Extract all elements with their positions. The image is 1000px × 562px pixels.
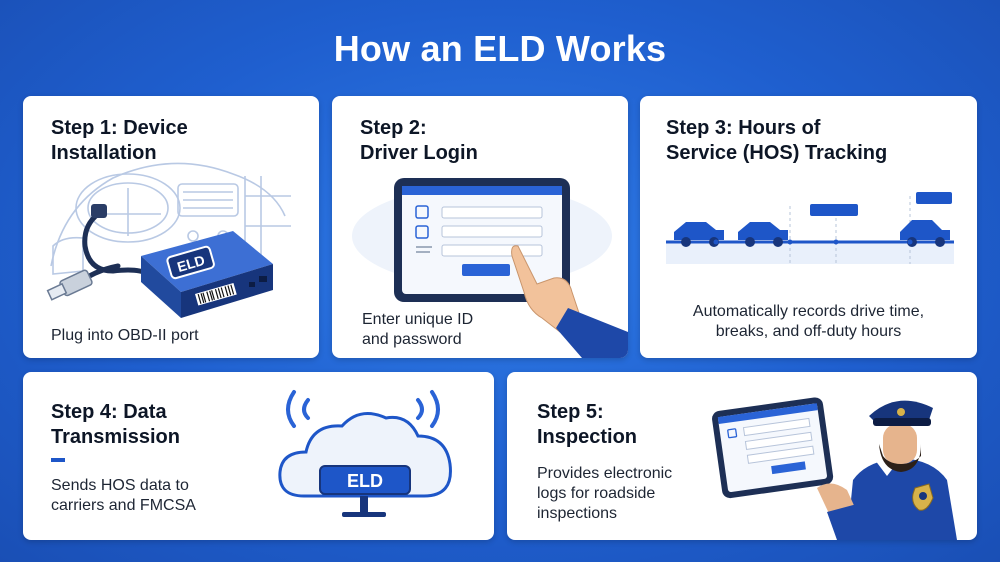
inspection-illustration [712,397,957,540]
step-card-4: Step 4: Data Transmission Sends HOS data… [23,372,494,540]
step-4-title-line1: Step 4: Data [51,401,167,423]
step-2-title: Step 2: Driver Login [360,116,478,166]
obd-cable-icon [46,204,151,301]
eld-cloud-label: ELD [347,471,383,491]
truck-icon [738,222,788,247]
driver-login-illustration [352,178,628,358]
eld-device-label: ELD [175,252,206,275]
step-4-desc: Sends HOS data to carriers and FMCSA [51,476,196,516]
step-4-title: Step 4: Data Transmission [51,400,180,450]
step-3-desc: Automatically records drive time, breaks… [640,302,977,342]
step-5-desc-line2: logs for roadside [537,485,656,502]
page-title: How an ELD Works [333,28,667,69]
step-card-1: Step 1: Device Installation [23,96,319,358]
step-5-title-line1: Step 5: [537,401,604,423]
step-5-title-line2: Inspection [537,426,638,448]
hand-pointer-icon [511,245,628,358]
eld-device-icon: ELD [141,231,273,318]
step-2-desc-line1: Enter unique ID [362,311,474,328]
step-5-desc: Provides electronic logs for roadside in… [537,464,672,524]
step-1-title: Step 1: Device Installation [51,116,188,166]
step-5-desc-line1: Provides electronic [537,465,673,482]
step-4-title-line2: Transmission [51,426,180,448]
hos-tracking-illustration [666,192,954,264]
eld-device-icon: ELD [319,465,411,517]
step-3-desc-line1: Automatically records drive time, [692,303,925,320]
step-5-desc-line3: inspections [537,505,618,522]
step-2-title-line1: Step 2: [360,117,427,139]
step-3-title-line2: Service (HOS) Tracking [666,142,888,164]
step-card-3: Step 3: Hours of Service (HOS) Tracking … [640,96,977,358]
step-3-title: Step 3: Hours of Service (HOS) Tracking [666,116,887,166]
step-4-desc-line1: Sends HOS data to [51,477,189,494]
step-card-5: Step 5: Inspection Provides electronic l… [507,372,977,540]
tablet-icon [712,397,834,499]
step-3-desc-line2: breaks, and off-duty hours [715,323,902,340]
step-2-title-line2: Driver Login [360,142,478,164]
device-installation-illustration: ELD [46,162,291,318]
step-card-2: Step 2: Driver Login Enter unique ID and… [332,96,628,358]
data-transmission-illustration: ELD [278,390,452,517]
step-2-desc-line2: and password [362,331,462,348]
step-2-desc: Enter unique ID and password [362,310,473,350]
step-1-title-line2: Installation [51,142,157,164]
badge-icon [912,483,934,511]
divider-accent [51,458,65,462]
step-1-title-line1: Step 1: Device [51,117,188,139]
timeline-marker [810,204,858,216]
step-5-title: Step 5: Inspection [537,400,637,450]
officer-icon [817,400,957,540]
step-1-desc: Plug into OBD-II port [51,327,199,344]
step-4-desc-line2: carriers and FMCSA [51,497,196,514]
step-3-title-line1: Step 3: Hours of [666,117,821,139]
timeline-marker [916,192,952,204]
